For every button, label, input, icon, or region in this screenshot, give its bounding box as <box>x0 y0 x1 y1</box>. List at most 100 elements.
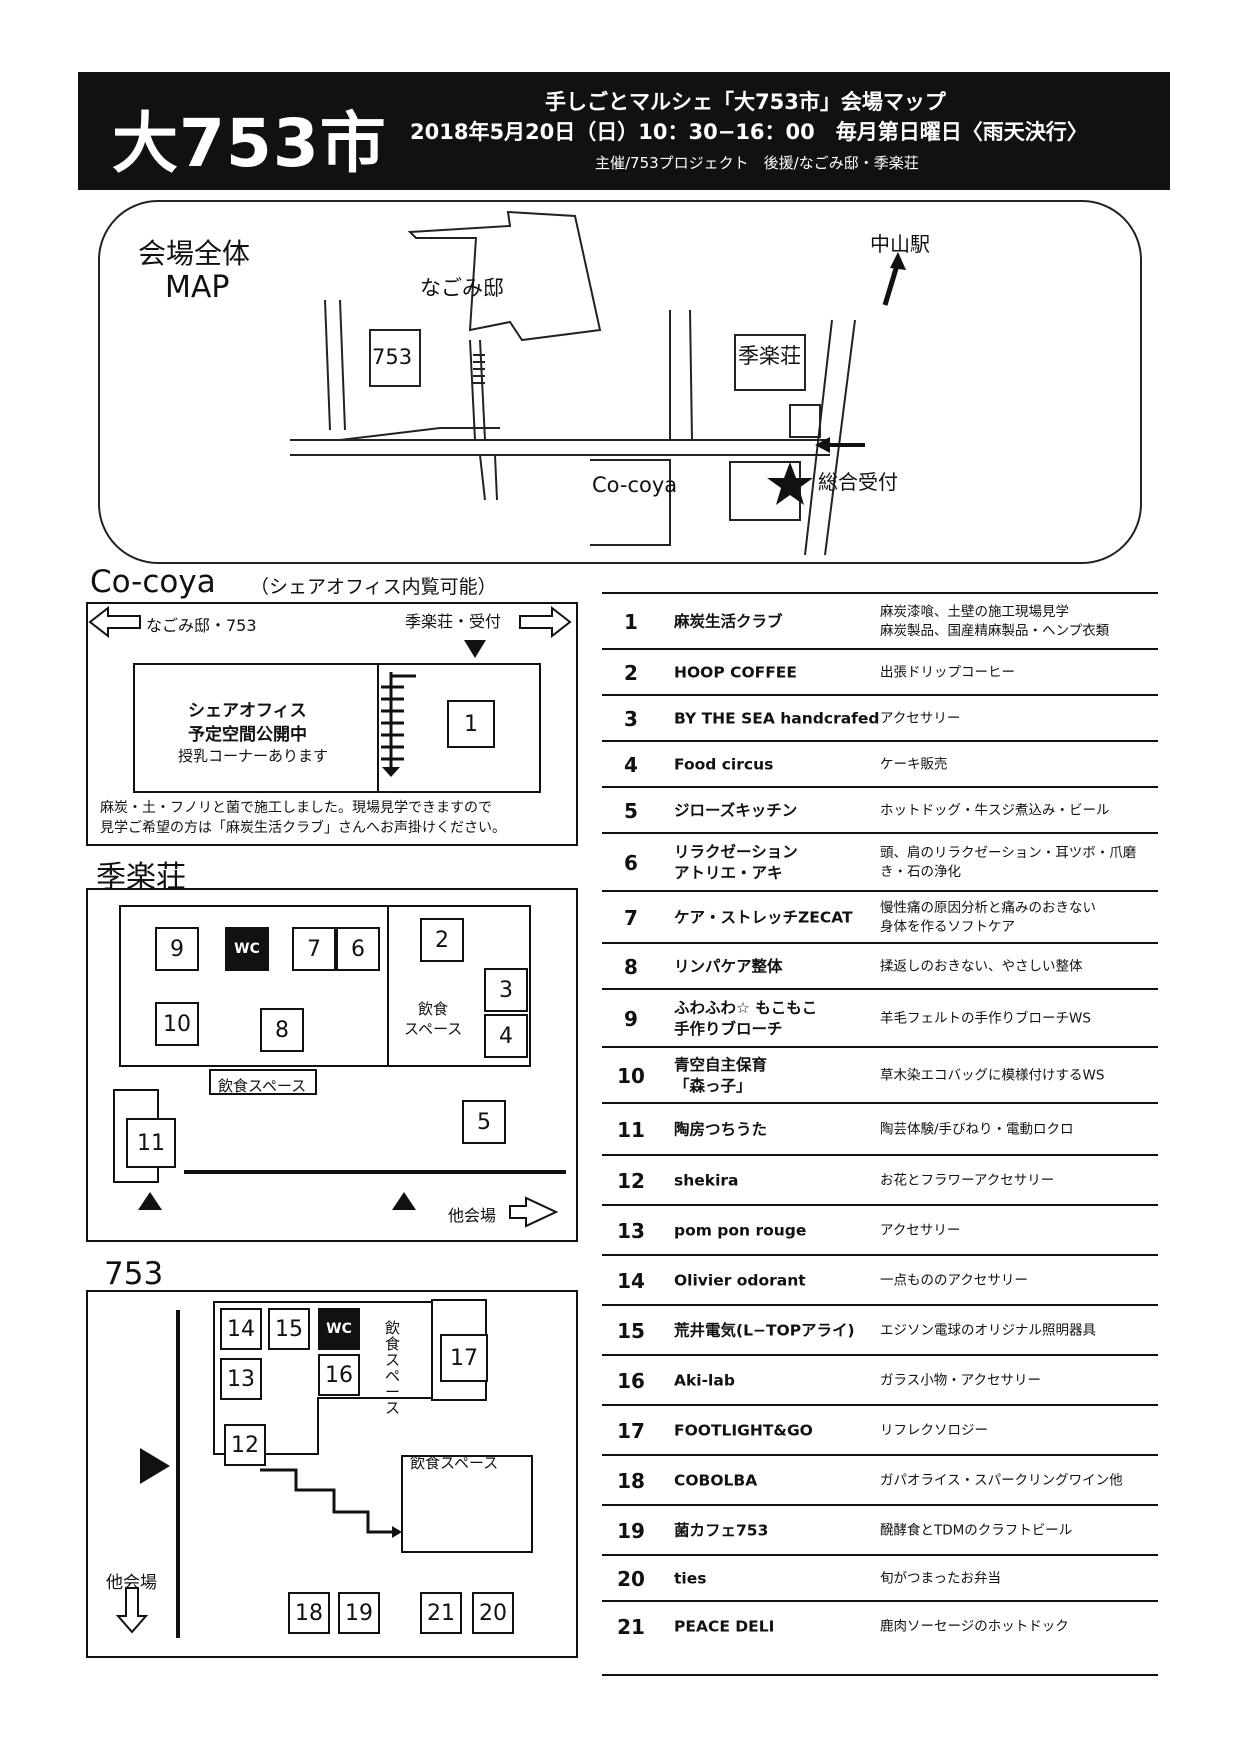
other-venue-label-753: 他会場 <box>106 1573 157 1593</box>
vendor-name: PEACE DELI <box>674 1617 775 1636</box>
booth-16: 16 <box>318 1354 360 1396</box>
vendor-description: 慢性痛の原因分析と痛みのおきない 身体を作るソフトケア <box>880 900 1096 935</box>
vendor-description: お花とフラワーアクセサリー <box>880 1172 1055 1189</box>
booth-15: 15 <box>268 1308 310 1350</box>
vendor-name: ties <box>674 1569 707 1588</box>
overview-map <box>98 200 1142 564</box>
vendor-number: 18 <box>617 1469 645 1493</box>
header-date: 2018年5月20日（日）10：30−16：00 毎月第日曜日〈雨天決行〉 <box>410 120 1088 144</box>
header-organizer: 主催/753プロジェクト 後援/なごみ邸・季楽荘 <box>595 154 919 172</box>
vendor-name: リンパケア整体 <box>674 957 783 976</box>
overview-map-drawing <box>290 210 906 556</box>
vendor-description: ガパオライス・スパークリングワイン他 <box>880 1472 1123 1489</box>
vendor-name: COBOLBA <box>674 1471 758 1490</box>
vendor-number: 16 <box>617 1369 645 1393</box>
cocoya-note-1: 麻炭・土・フノリと菌で施工しました。現場見学できますので <box>100 800 492 816</box>
vendor-number: 8 <box>624 955 638 979</box>
vendor-number: 9 <box>624 1007 638 1031</box>
vendor-name: 菌カフェ753 <box>674 1521 769 1540</box>
booth-7: 7 <box>292 927 336 971</box>
vendor-name: Aki-lab <box>674 1371 735 1390</box>
booth-9: 9 <box>155 927 199 971</box>
overview-title-2: MAP <box>165 270 230 305</box>
vendor-description: アクセサリー <box>880 710 961 727</box>
vendor-number: 10 <box>617 1064 645 1088</box>
vendor-description: エジソン電球のオリジナル照明器具 <box>880 1322 1096 1339</box>
vendor-name: FOOTLIGHT&GO <box>674 1421 813 1440</box>
b753-heading: 753 <box>104 1256 164 1292</box>
vendor-name: ジローズキッチン <box>674 801 798 820</box>
vendor-description: 麻炭漆喰、土壁の施工現場見学 麻炭製品、国産精麻製品・ヘンプ衣類 <box>880 604 1110 639</box>
vendor-name: 陶房つちうた <box>674 1120 768 1139</box>
vendor-name: ふわふわ☆ もこもこ 手作りブローチ <box>674 999 818 1038</box>
eating-space-label-b: スペース <box>404 1020 463 1038</box>
vendor-name: pom pon rouge <box>674 1221 807 1240</box>
vendor-name: HOOP COFFEE <box>674 663 797 682</box>
vendor-name: 荒井電気(L−TOPアライ) <box>674 1321 855 1340</box>
share-office-line1: シェアオフィス <box>188 701 307 721</box>
vendor-description: リフレクソロジー <box>880 1422 988 1439</box>
booth-19: 19 <box>338 1592 380 1634</box>
booth-5: 5 <box>462 1100 506 1144</box>
vendor-description: 陶芸体験/手びねり・電動ロクロ <box>880 1121 1074 1138</box>
vendor-number: 15 <box>617 1319 645 1343</box>
vendor-description: ホットドッグ・牛スジ煮込み・ビール <box>880 802 1110 819</box>
booth-11: 11 <box>126 1118 176 1168</box>
map-label-kirakusou: 季楽荘 <box>738 344 801 368</box>
vendor-name: Olivier odorant <box>674 1271 806 1290</box>
vendor-number: 1 <box>624 610 638 634</box>
header-subtitle: 手しごとマルシェ「大753市」会場マップ <box>545 90 946 114</box>
kirakusou-drawing <box>113 905 566 1228</box>
vendor-number: 20 <box>617 1567 645 1591</box>
booth-8: 8 <box>260 1008 304 1052</box>
vendor-number: 6 <box>624 851 638 875</box>
booth-2: 2 <box>420 918 464 962</box>
booth-13: 13 <box>220 1358 262 1400</box>
vendor-description: 揉返しのおきない、やさしい整体 <box>880 958 1083 975</box>
vendor-description: 羊毛フェルトの手作りブローチWS <box>880 1010 1091 1027</box>
booth-6: 6 <box>336 927 380 971</box>
vendor-description: アクセサリー <box>880 1222 961 1239</box>
header-banner <box>78 72 1170 190</box>
table-row: 13 pom pon rouge アクセサリー <box>602 1204 1158 1256</box>
eating-space-label-a: 飲食 <box>418 1000 449 1018</box>
wc-icon-753: WC <box>318 1308 360 1350</box>
map-label-753: 753 <box>372 345 413 369</box>
table-bottom-rule <box>602 1674 1158 1676</box>
vendor-name: Food circus <box>674 755 774 774</box>
cocoya-drawing <box>88 605 572 793</box>
map-label-nagomi: なごみ邸 <box>420 276 504 300</box>
vendor-description: 一点もののアクセサリー <box>880 1272 1028 1289</box>
booth-20: 20 <box>472 1592 514 1634</box>
booth-4: 4 <box>484 1014 528 1058</box>
vendor-name: 青空自主保育 「森っ子」 <box>674 1056 768 1095</box>
map-label-nakayama-station: 中山駅 <box>870 232 930 256</box>
booth-1: 1 <box>447 700 495 748</box>
table-row: 18 COBOLBA ガパオライス・スパークリングワイン他 <box>602 1454 1158 1506</box>
vendor-number: 13 <box>617 1219 645 1243</box>
vendor-name: ケア・ストレッチZECAT <box>674 908 853 927</box>
vendor-number: 7 <box>624 906 638 930</box>
overview-title-1: 会場全体 <box>138 237 251 270</box>
cocoya-heading-note: （シェアオフィス内覧可能） <box>250 576 497 598</box>
eating-space-label-753: 飲食スペース <box>410 1454 499 1472</box>
cocoya-right-arrow-label: 季楽荘・受付 <box>405 612 502 631</box>
table-row: 8 リンパケア整体 揉返しのおきない、やさしい整体 <box>602 942 1158 990</box>
table-row: 16 Aki-lab ガラス小物・アクセサリー <box>602 1354 1158 1406</box>
kirakusou-floor-plan <box>86 888 578 1242</box>
page-title: 大753市 <box>112 105 387 182</box>
vendor-number: 19 <box>617 1519 645 1543</box>
vendor-number: 21 <box>617 1615 645 1639</box>
booth-12: 12 <box>224 1424 266 1466</box>
vendor-description: ガラス小物・アクセサリー <box>880 1372 1042 1389</box>
